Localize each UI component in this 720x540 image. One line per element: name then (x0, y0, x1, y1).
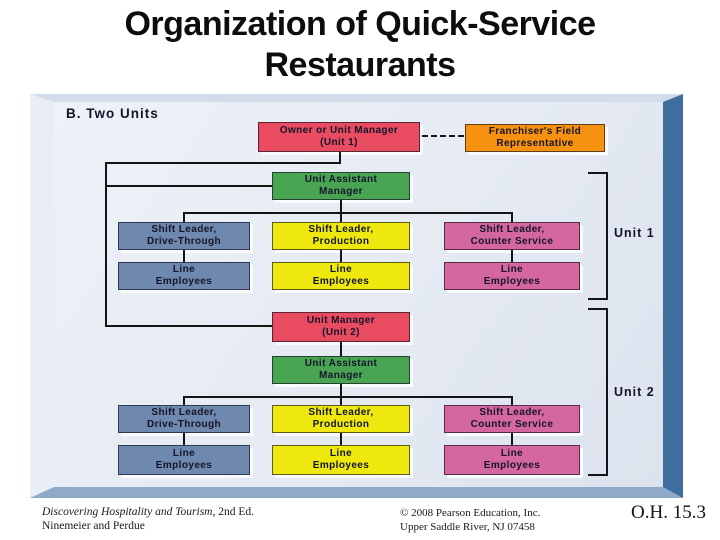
connector-line (340, 396, 342, 405)
org-node-shift-prod-unit1: Shift Leader, Production (272, 222, 410, 250)
footer-copyright-line2: Upper Saddle River, NJ 07458 (400, 521, 535, 534)
org-node-shift-drive-unit2: Shift Leader, Drive-Through (118, 405, 250, 433)
connector-line (105, 162, 341, 164)
connector-line (511, 250, 513, 262)
org-node-manager-unit2: Unit Manager (Unit 2) (272, 312, 410, 342)
bracket-unit1 (606, 172, 608, 300)
connector-line (183, 396, 513, 398)
connector-line (183, 396, 185, 405)
footer-edition: , 2nd Ed. (212, 506, 255, 518)
connector-line (340, 433, 342, 445)
footer-copyright: © 2008 Pearson Education, Inc. Upper Sad… (400, 506, 540, 535)
bracket-unit1 (588, 172, 608, 174)
section-label: B. Two Units (66, 106, 159, 121)
bracket-unit2 (588, 474, 608, 476)
footer-book-title: Discovering Hospitality and Tourism (42, 506, 213, 518)
org-node-line-prod-unit2: Line Employees (272, 445, 410, 475)
connector-line (183, 212, 513, 214)
connector-left-rail (105, 162, 107, 327)
footer-slide-ref: O.H. 15.3 (631, 502, 706, 523)
connector-line (183, 433, 185, 445)
org-node-line-counter-unit2: Line Employees (444, 445, 580, 475)
connector-line (105, 325, 272, 327)
org-node-assistant-unit2: Unit Assistant Manager (272, 356, 410, 384)
org-chart: B. Two Units Owner or Unit Manager (Unit… (54, 102, 663, 487)
connector-line (105, 185, 272, 187)
connector-line (511, 396, 513, 405)
bracket-unit2 (588, 308, 608, 310)
bracket-label-unit2: Unit 2 (614, 385, 655, 399)
org-node-shift-counter-unit2: Shift Leader, Counter Service (444, 405, 580, 433)
connector-line (340, 342, 342, 356)
connector-line (340, 212, 342, 222)
org-node-owner-unit1: Owner or Unit Manager (Unit 1) (258, 122, 420, 152)
connector-dashed-franchiser (422, 135, 464, 137)
bracket-unit1 (588, 298, 608, 300)
connector-line (183, 212, 185, 222)
footer-authors: Ninemeier and Perdue (42, 520, 145, 533)
org-node-assistant-unit1: Unit Assistant Manager (272, 172, 410, 200)
org-node-line-drive-unit1: Line Employees (118, 262, 250, 290)
org-node-shift-prod-unit2: Shift Leader, Production (272, 405, 410, 433)
org-node-line-drive-unit2: Line Employees (118, 445, 250, 475)
connector-line (340, 200, 342, 212)
diagram-panel: B. Two Units Owner or Unit Manager (Unit… (30, 94, 683, 498)
slide-title: Organization of Quick-Service Restaurant… (124, 5, 596, 84)
org-node-shift-drive-unit1: Shift Leader, Drive-Through (118, 222, 250, 250)
connector-line (183, 250, 185, 262)
connector-line (511, 433, 513, 445)
connector-line (340, 250, 342, 262)
connector-line (340, 384, 342, 396)
footer-copyright-line1: © 2008 Pearson Education, Inc. (400, 507, 541, 519)
org-node-line-counter-unit1: Line Employees (444, 262, 580, 290)
bracket-label-unit1: Unit 1 (614, 226, 655, 240)
org-node-line-prod-unit1: Line Employees (272, 262, 410, 290)
bracket-unit2 (606, 308, 608, 476)
org-node-shift-counter-unit1: Shift Leader, Counter Service (444, 222, 580, 250)
connector-line (511, 212, 513, 222)
connector-line (339, 152, 341, 162)
org-node-franchiser-rep: Franchiser's Field Representative (465, 124, 605, 152)
footer-citation: Discovering Hospitality and Tourism, 2nd… (42, 505, 254, 534)
